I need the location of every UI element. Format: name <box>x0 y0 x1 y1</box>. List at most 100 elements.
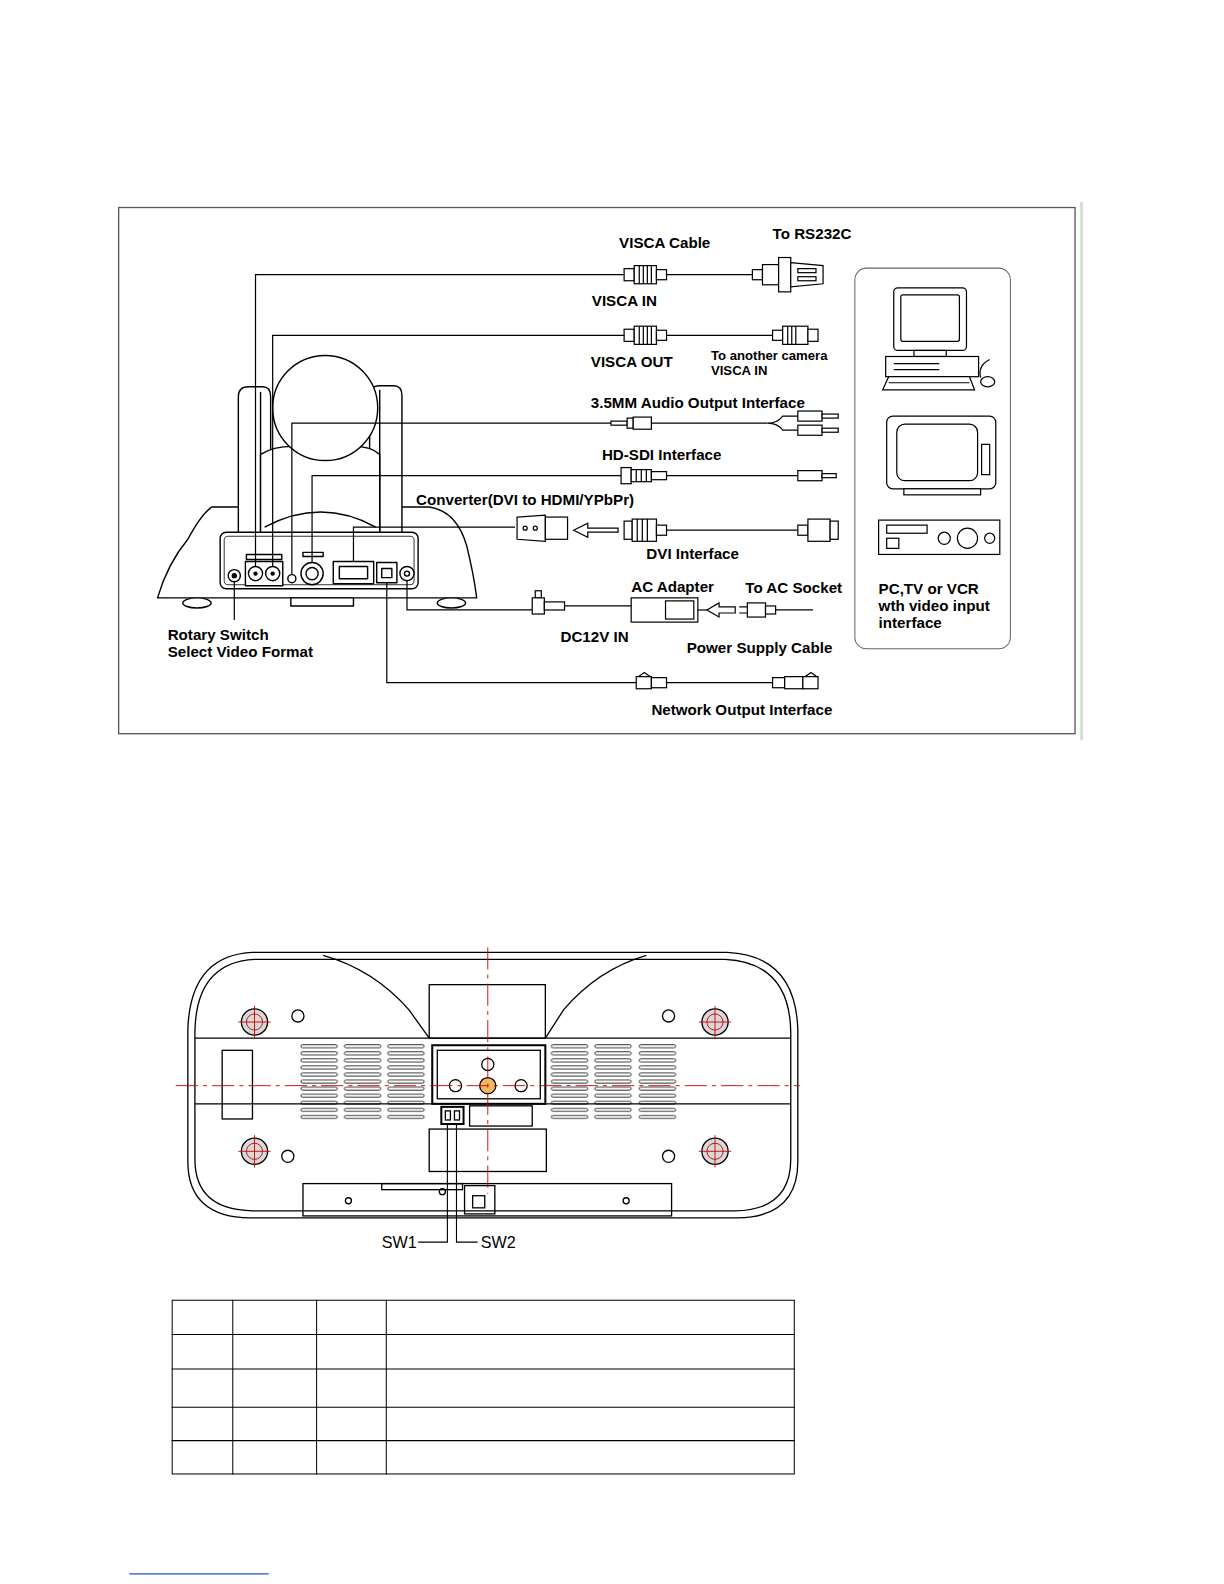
part-label: SW2 <box>481 1233 516 1252</box>
cable-drawing <box>808 329 818 341</box>
part-label: VISCA Cable <box>619 234 710 251</box>
part-label: Converter(DVI to HDMI/YPbPr) <box>416 490 634 507</box>
camera-illustration <box>404 571 409 576</box>
cable-drawing <box>517 515 545 541</box>
camera-bottom-view <box>222 1050 252 1119</box>
camera-bottom-view <box>707 1014 723 1030</box>
camera-bottom-view <box>343 1043 381 1121</box>
camera-bottom-view <box>246 1014 262 1030</box>
part-label: VISCA OUT <box>591 352 673 369</box>
device-icons <box>957 528 977 548</box>
camera-bottom-view <box>429 985 545 1039</box>
camera-bottom-view <box>387 1043 425 1121</box>
camera-bottom-view <box>432 1045 545 1104</box>
cable-drawing <box>798 471 822 481</box>
leader-line <box>312 476 621 563</box>
leader-line <box>353 527 515 561</box>
camera-bottom-view <box>241 1009 728 1165</box>
part-label: To RS232C <box>773 225 852 242</box>
device-icons <box>883 377 975 390</box>
device-icons <box>887 416 996 489</box>
cable-drawing <box>667 682 773 683</box>
cable-drawing <box>656 525 666 535</box>
camera-illustration <box>377 563 397 583</box>
camera-bottom-view <box>238 1006 731 1168</box>
cable-drawing <box>698 609 707 610</box>
camera-bottom-view <box>195 1038 791 1104</box>
cable-drawing <box>624 521 632 539</box>
link-underline <box>129 1573 268 1574</box>
part-label: To AC Socket <box>745 578 842 595</box>
cable-drawing <box>798 425 822 435</box>
part-label: Network Output Interface <box>651 700 832 717</box>
device-icons <box>938 532 950 544</box>
camera-bottom-view <box>382 1184 463 1190</box>
camera-illustration <box>265 512 376 527</box>
device-caption: PC,TV or VCR wth video input interface <box>879 580 992 632</box>
cable-drawing <box>639 266 651 284</box>
cable-drawing <box>822 428 838 432</box>
cable-drawing <box>656 270 666 280</box>
cable-drawing <box>752 270 762 280</box>
camera-illustration <box>158 355 477 607</box>
cable-drawing <box>773 330 783 340</box>
leader-line <box>256 275 625 567</box>
camera-bottom-view <box>441 1107 463 1124</box>
cable-drawing <box>822 414 838 418</box>
cable-drawing <box>788 326 796 344</box>
camera-bottom-view <box>550 1043 588 1121</box>
cable-drawing <box>667 274 753 275</box>
camera-bottom-view <box>470 1106 533 1126</box>
camera-bottom-view <box>437 1050 540 1098</box>
cable-drawing <box>785 677 803 689</box>
part-label: AC Adapter <box>631 577 714 594</box>
part-label: DVI Interface <box>646 545 739 562</box>
cable-drawing <box>822 474 836 478</box>
device-icons <box>982 444 990 474</box>
cable-drawing <box>803 677 818 689</box>
device-icons <box>985 533 995 543</box>
cable-drawing <box>545 517 567 539</box>
cable-drawing <box>667 335 773 336</box>
cable-drawing <box>638 673 650 677</box>
camera-illustration <box>273 355 378 460</box>
cable-drawing <box>624 329 634 341</box>
device-icons <box>886 356 979 376</box>
camera-bottom-view <box>445 1111 450 1120</box>
part-label: Rotary Switch Select Video Format <box>168 626 315 660</box>
camera-bottom-view <box>176 947 800 1242</box>
cable-drawing <box>535 591 541 598</box>
device-icons <box>894 364 939 370</box>
part-label: DC12V IN <box>560 628 628 645</box>
part-label: SW1 <box>382 1233 417 1252</box>
cable-drawing <box>634 266 656 284</box>
cable-drawing <box>773 678 785 688</box>
figure-frame <box>119 208 1075 734</box>
cable-drawing <box>637 519 647 541</box>
leader-line <box>273 335 624 566</box>
camera-bottom-view <box>300 1043 338 1121</box>
cable-drawing <box>798 525 808 535</box>
camera-illustration <box>333 562 373 584</box>
cable-drawing <box>776 609 813 610</box>
cable-drawing <box>517 258 838 689</box>
cable-drawing <box>636 677 651 689</box>
camera-illustration <box>246 554 281 559</box>
camera-illustration <box>220 532 418 589</box>
camera-illustration <box>437 598 465 608</box>
cable-drawing <box>667 530 798 531</box>
cable-drawing <box>639 326 651 344</box>
cable-drawing <box>798 277 816 281</box>
camera-bottom-view <box>662 1150 674 1162</box>
cable-drawing <box>707 603 735 617</box>
device-icons <box>879 288 1000 555</box>
part-label: HD-SDI Interface <box>602 445 722 462</box>
cable-drawing <box>634 326 656 344</box>
cable-drawing <box>805 673 817 677</box>
cable-drawing <box>739 607 747 613</box>
camera-bottom-view <box>465 1186 495 1214</box>
camera-bottom-view <box>418 1124 478 1242</box>
